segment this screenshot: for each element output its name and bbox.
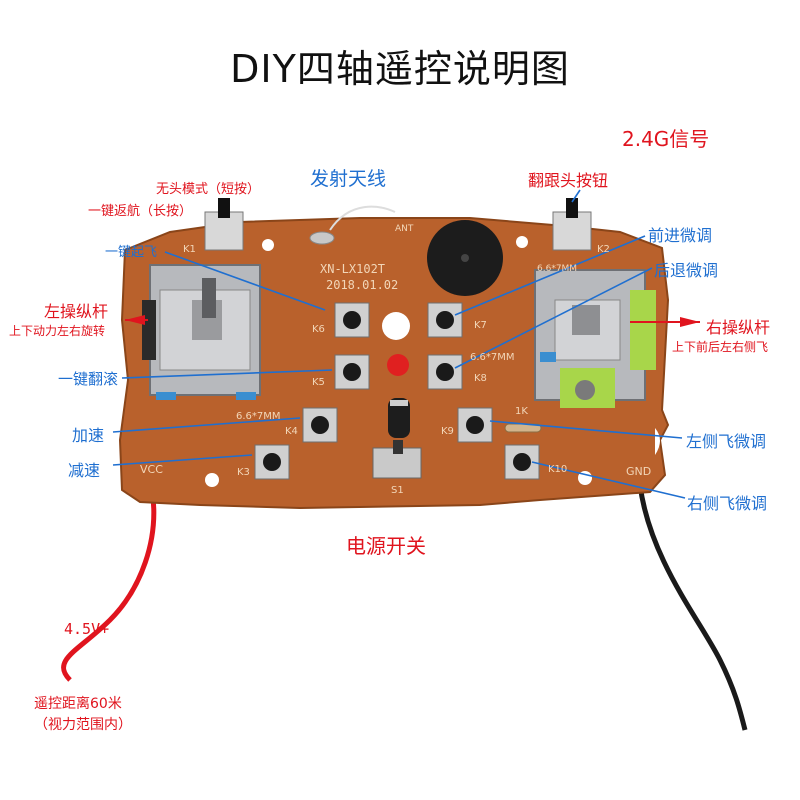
label-slow-down: 减速 — [68, 461, 101, 480]
key-label-k5: K5 — [312, 377, 325, 388]
led — [387, 354, 409, 376]
page-title: DIY四轴遥控说明图 — [230, 47, 570, 91]
capacitor — [388, 398, 410, 438]
black-wire — [637, 484, 748, 731]
label-return-home: 一键返航（长按） — [88, 204, 193, 219]
label-backward-trim: 后退微调 — [654, 261, 719, 280]
board-gnd: GND — [626, 465, 652, 478]
label-right-stick: 右操纵杆 — [706, 318, 771, 337]
key-label-k4: K4 — [285, 426, 298, 437]
board-vcc: VCC — [140, 463, 163, 476]
label-antenna: 发射天线 — [310, 168, 387, 190]
key-label-k6: K6 — [312, 324, 325, 335]
mount-hole — [262, 239, 274, 251]
mount-hole — [205, 473, 219, 487]
key-label-k8: K8 — [474, 373, 487, 384]
label-range-1: 遥控距离60米 — [34, 696, 122, 712]
label-left-stick: 左操纵杆 — [44, 302, 109, 321]
label-voltage: 4.5V+ — [64, 620, 110, 638]
key-label-k7: K7 — [474, 320, 487, 331]
key-label-k9: K9 — [441, 426, 454, 437]
board-size-1: 6.6*7MM — [236, 411, 281, 422]
board-1k: 1K — [515, 406, 528, 417]
label-follow-button: 翻跟头按钮 — [528, 171, 609, 190]
k2-button-body — [552, 211, 592, 251]
label-right-stick-desc: 上下前后左右侧飞 — [672, 340, 769, 354]
label-takeoff: 一键起飞 — [105, 245, 158, 260]
board-s1: S1 — [391, 485, 404, 496]
label-range-2: （视力范围内） — [34, 717, 132, 733]
label-headless: 无头模式（短按） — [156, 182, 261, 197]
board-size-3: 6.6*7MM — [537, 264, 578, 274]
key-label-k3: K3 — [237, 467, 250, 478]
k1-button-body — [204, 211, 244, 251]
label-signal: 2.4G信号 — [622, 127, 710, 151]
label-power-switch: 电源开关 — [346, 534, 426, 558]
label-flip: 一键翻滚 — [58, 370, 119, 388]
antenna-coil — [309, 231, 335, 245]
label-left-stick-desc: 上下动力左右旋转 — [9, 324, 106, 338]
red-wire — [61, 489, 157, 682]
key-label-k1: K1 — [183, 244, 196, 255]
label-speed-up: 加速 — [72, 426, 105, 445]
board-model: XN-LX102T — [320, 262, 386, 276]
label-right-side-trim: 右侧飞微调 — [687, 494, 768, 513]
board-ant: ANT — [395, 224, 414, 234]
label-left-side-trim: 左侧飞微调 — [686, 432, 767, 451]
label-forward-trim: 前进微调 — [648, 226, 713, 245]
mount-hole — [516, 236, 528, 248]
key-label-k2: K2 — [597, 244, 610, 255]
center-hole — [382, 312, 410, 340]
key-label-k10: K10 — [548, 464, 568, 475]
board-date: 2018.01.02 — [326, 278, 399, 292]
board-size-2: 6.6*7MM — [470, 352, 515, 363]
